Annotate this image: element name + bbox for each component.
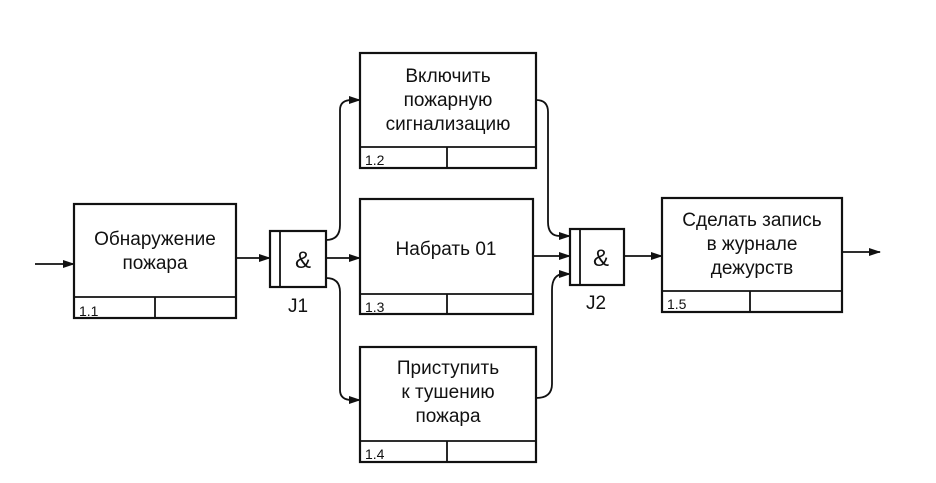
box-1-5-line-1: Сделать запись — [682, 210, 822, 231]
box-1-4-line-2: к тушению — [401, 382, 494, 403]
box-1-3-number: 1.3 — [365, 299, 385, 315]
box-1-1[interactable]: Обнаружение пожара 1.1 — [72, 202, 238, 320]
box-1-1-line-2: пожара — [122, 253, 187, 274]
box-1-2[interactable]: Включить пожарную сигнализацию 1.2 — [358, 51, 538, 170]
connectors — [35, 96, 881, 404]
arrow-1-4-to-j2 — [535, 270, 571, 399]
box-1-4-number: 1.4 — [365, 446, 385, 462]
junction-j1-label: J1 — [288, 296, 308, 317]
junction-j2[interactable]: & J2 — [568, 227, 626, 314]
junction-j1-symbol: & — [295, 247, 311, 274]
box-1-5-number: 1.5 — [667, 296, 687, 312]
box-1-4-line-3: пожара — [415, 406, 480, 427]
arrow-1-2-to-j2 — [535, 99, 571, 240]
arrow-j1-to-1-2 — [325, 96, 361, 241]
box-1-4[interactable]: Приступить к тушению пожара 1.4 — [358, 345, 538, 464]
arrow-j1-to-1-4 — [325, 277, 361, 404]
box-1-1-number: 1.1 — [79, 303, 99, 319]
box-1-5[interactable]: Сделать запись в журнале дежурств 1.5 — [660, 196, 844, 314]
junction-j1[interactable]: & J1 — [268, 229, 328, 317]
box-1-2-line-3: сигнализацию — [386, 114, 511, 135]
box-1-2-number: 1.2 — [365, 152, 385, 168]
junction-j2-label: J2 — [586, 293, 606, 314]
box-1-3[interactable]: Набрать 01 1.3 — [358, 197, 535, 316]
box-1-4-line-1: Приступить — [397, 358, 499, 379]
box-1-3-line-1: Набрать 01 — [396, 239, 497, 260]
box-1-5-line-3: дежурств — [711, 258, 794, 279]
junction-j2-symbol: & — [593, 245, 609, 272]
box-1-5-line-2: в журнале — [707, 234, 798, 255]
box-1-1-line-1: Обнаружение — [94, 229, 216, 250]
box-1-2-line-1: Включить — [405, 66, 490, 87]
box-1-2-line-2: пожарную — [404, 90, 493, 111]
